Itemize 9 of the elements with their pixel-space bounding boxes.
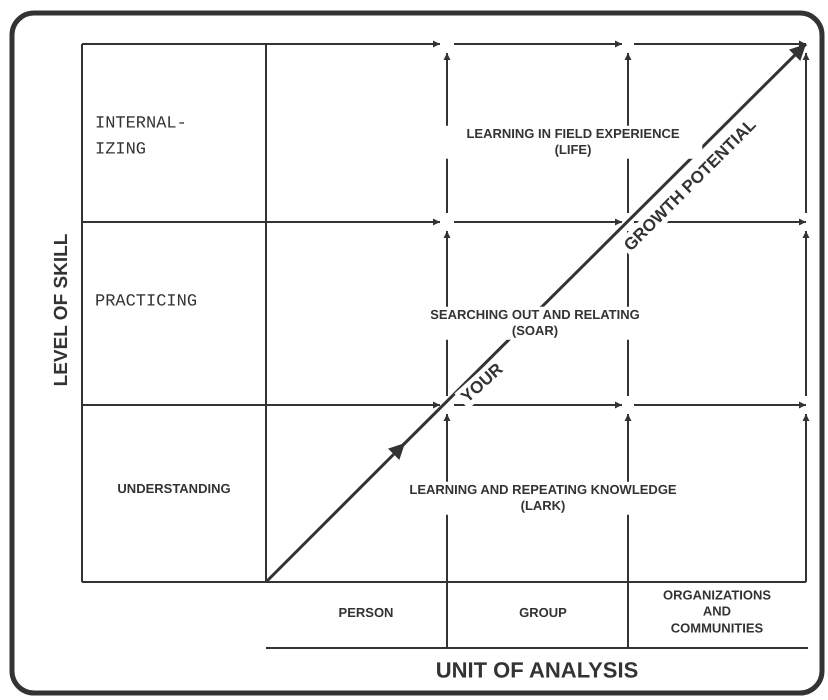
- skill-level-label: PRACTICING: [95, 291, 198, 314]
- axis-title: LEVEL OF SKILL: [50, 234, 74, 386]
- skill-level-label: UNDERSTANDING: [117, 480, 231, 498]
- axis-title: UNIT OF ANALYSIS: [436, 656, 638, 684]
- region-label: LEARNING IN FIELD EXPERIENCE (LIFE): [444, 126, 702, 158]
- skill-level-label: INTERNAL- IZING: [95, 114, 188, 161]
- unit-label: PERSON: [338, 604, 394, 622]
- unit-label: GROUP: [519, 604, 567, 622]
- unit-label: ORGANIZATIONS AND COMMUNITIES: [662, 588, 772, 636]
